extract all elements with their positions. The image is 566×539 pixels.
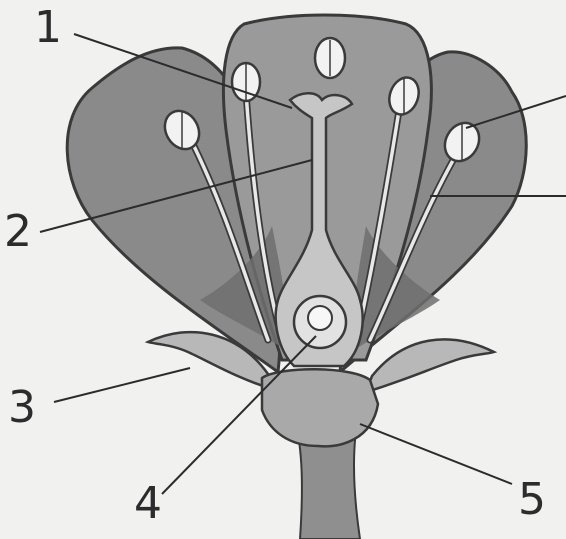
leader-line-3 [54,368,190,402]
label-2: 2 [4,210,32,254]
label-1: 1 [34,6,62,50]
leader-line-5 [360,424,512,484]
sepal-right [366,339,494,392]
label-3: 3 [8,386,36,430]
ovule [308,306,332,330]
label-5: 5 [518,478,546,522]
receptacle [262,369,378,446]
label-4: 4 [134,482,162,526]
